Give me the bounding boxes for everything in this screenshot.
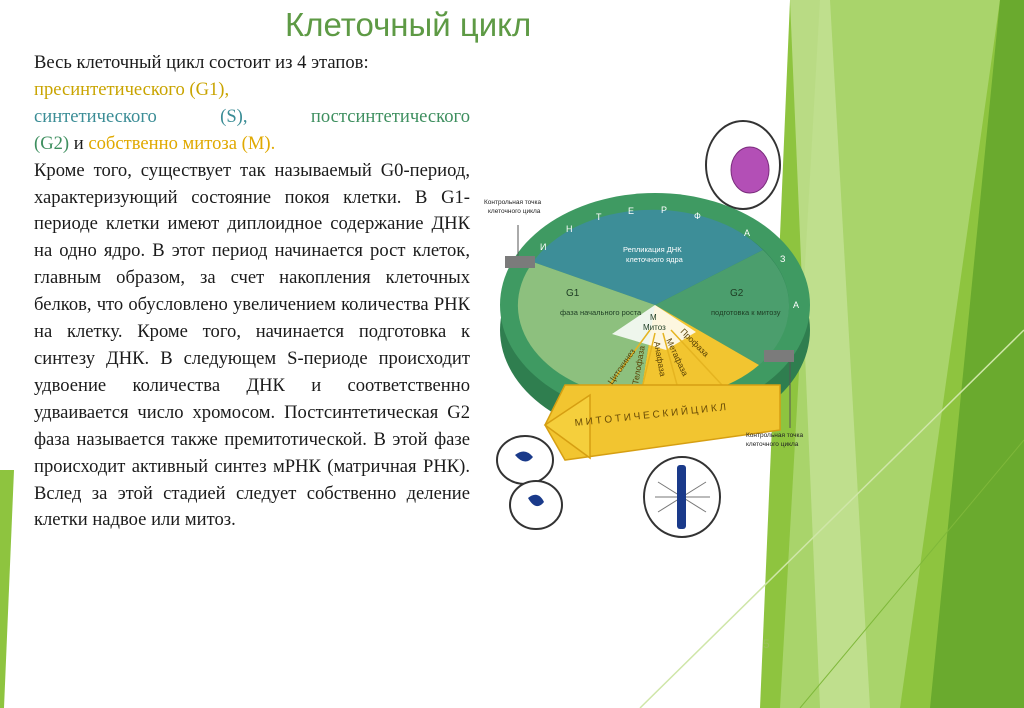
green-panel-highlight: [790, 0, 870, 708]
page-number: 5: [763, 637, 770, 651]
main-paragraph: Кроме того, существует так называемый G0…: [34, 159, 470, 531]
s-phase-sector: [533, 209, 763, 305]
stages-line: пресинтетического (G1),: [34, 77, 470, 104]
stages-line-2: синтетического (S), постсинтетического: [34, 104, 470, 131]
green-sliver-left: [0, 470, 14, 708]
checkpoint-marker-bottom: [764, 350, 794, 362]
interphase-letter-8: З: [780, 254, 785, 264]
g2-label: G2: [730, 288, 744, 299]
and-word: и: [73, 132, 84, 154]
green-panel-dark: [930, 0, 1024, 708]
chromosome-cluster-top: [515, 451, 533, 462]
checkpoint-bottom-label-2: клеточного цикла: [746, 441, 799, 448]
chromosome-cluster-bottom: [528, 494, 544, 507]
interphase-letter-2: Н: [566, 224, 573, 234]
m-label: М: [650, 313, 657, 322]
thin-diagonal-line: [639, 329, 1024, 708]
interphase-letter-3: Т: [596, 212, 602, 222]
intro-line: Весь клеточный цикл состоит из 4 этапов:: [34, 52, 369, 73]
mitotic-arrow-band: [544, 384, 781, 461]
checkpoint-marker-top: [505, 256, 535, 268]
checkpoint-top-label-2: клеточного цикла: [488, 208, 541, 215]
interphase-letter-9: А: [793, 300, 799, 310]
interphase-letter-5: Р: [661, 205, 667, 215]
cell-top-nucleus: [730, 146, 770, 194]
metaphase-chromosomes: [677, 465, 686, 529]
checkpoint-top-label-1: Контрольная точка: [484, 199, 542, 206]
stage-g1: пресинтетического (G1),: [34, 78, 230, 100]
interphase-letter-1: И: [540, 242, 546, 252]
interphase-letter-6: Ф: [694, 211, 701, 221]
stage-g2: постсинтетического: [310, 105, 470, 127]
slide-title: Клеточный цикл: [285, 6, 532, 43]
interphase-letter-4: Е: [628, 206, 634, 216]
g2-sublabel: подготовка к митозу: [711, 308, 781, 317]
body-text: Весь клеточный цикл состоит из 4 этапов:…: [34, 50, 470, 534]
stage-g2-code: (G2): [34, 132, 70, 154]
mitotic-arrow-head: [543, 393, 591, 460]
mitosis-label: Митоз: [643, 323, 666, 332]
cell-cycle-diagram: Контрольная точка клеточного цикла Контр…: [484, 120, 810, 538]
m-phase-core: [612, 305, 696, 350]
cell-illustration-top: [705, 120, 781, 210]
interphase-letter-7: А: [744, 228, 750, 238]
mitosis-divider-1: [605, 329, 651, 391]
g1-phase-sector: [517, 262, 655, 399]
g1-label: G1: [566, 288, 580, 299]
cell-illustration-dividing: [496, 435, 563, 530]
cell-illustration-metaphase: [643, 456, 721, 538]
g2-phase-sector: [655, 250, 790, 365]
g1-sublabel: фаза начального роста: [560, 308, 642, 317]
stage-s: синтетического (S),: [34, 105, 248, 127]
checkpoint-bottom-label-1: Контрольная точка: [746, 432, 804, 439]
cell-cycle-wheel: [500, 193, 810, 461]
mitosis-divider-4: [670, 329, 723, 386]
thin-diagonal-line-2: [799, 439, 1024, 708]
stage-m: собственно митоза (М).: [88, 132, 276, 154]
s-phase-label-1: Репликация ДНК: [623, 245, 682, 254]
s-phase-label-2: клеточного ядра: [626, 255, 684, 264]
stages-line-3: (G2) и собственно митоза (М).: [34, 131, 470, 158]
